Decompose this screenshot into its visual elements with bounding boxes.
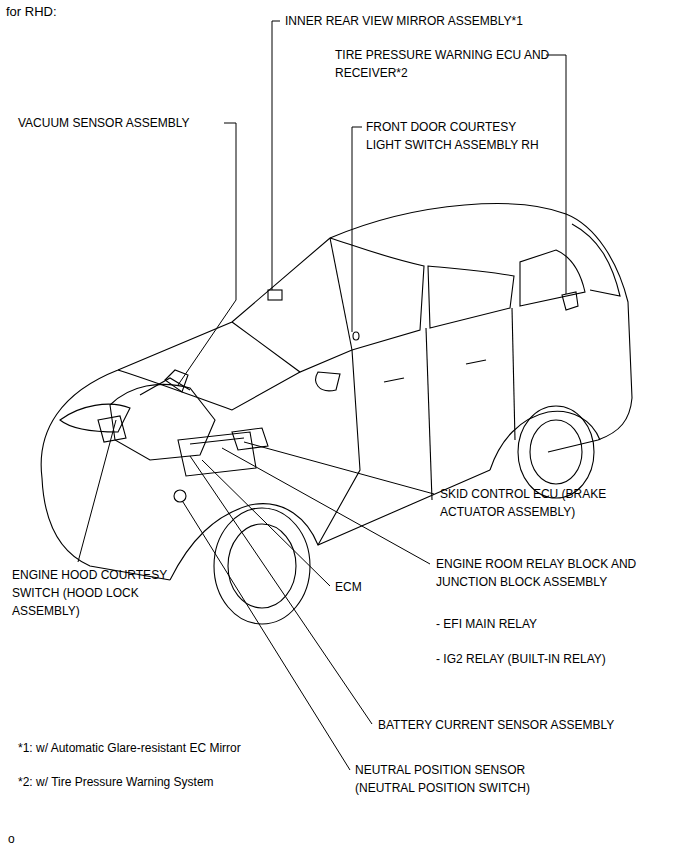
part-name: TIRE PRESSURE WARNING ECU AND RECEIVER*2 bbox=[335, 46, 553, 82]
part-name: ECM bbox=[335, 578, 362, 596]
relay-name: - EFI MAIN RELAY bbox=[436, 615, 537, 633]
part-name: BATTERY CURRENT SENSOR ASSEMBLY bbox=[378, 716, 614, 734]
part-name: FRONT DOOR COURTESY LIGHT SWITCH ASSEMBL… bbox=[366, 118, 550, 154]
part-name: NEUTRAL POSITION SENSOR (NEUTRAL POSITIO… bbox=[355, 761, 567, 797]
part-name: INNER REAR VIEW MIRROR ASSEMBLY*1 bbox=[285, 12, 523, 30]
relay-name: - IG2 RELAY (BUILT-IN RELAY) bbox=[436, 650, 606, 668]
page-title: for RHD: bbox=[6, 4, 57, 20]
footnote: *2: w/ Tire Pressure Warning System bbox=[18, 773, 214, 791]
part-name: VACUUM SENSOR ASSEMBLY bbox=[18, 114, 190, 132]
part-name: SKID CONTROL ECU (BRAKE ACTUATOR ASSEMBL… bbox=[440, 485, 662, 521]
footnote: *1: w/ Automatic Glare-resistant EC Mirr… bbox=[18, 739, 241, 757]
part-name: ENGINE HOOD COURTESY SWITCH (HOOD LOCK A… bbox=[12, 566, 182, 620]
page-mark: o bbox=[8, 830, 15, 848]
part-name: ENGINE ROOM RELAY BLOCK AND JUNCTION BLO… bbox=[436, 555, 672, 591]
